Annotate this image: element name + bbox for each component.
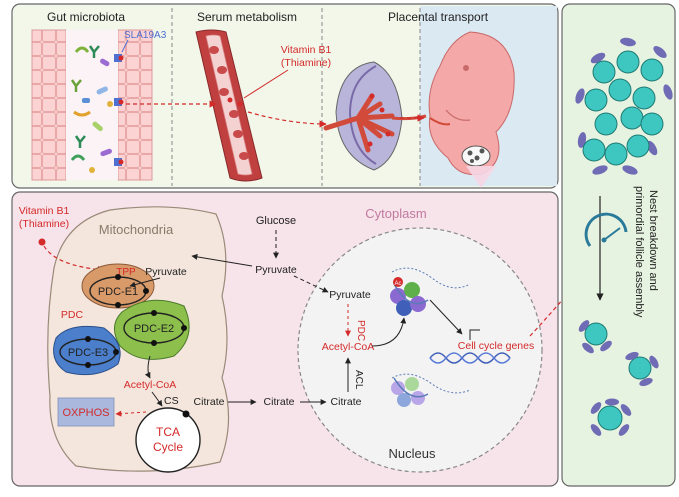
pyruvate-mito-label: Pyruvate [145, 266, 187, 278]
glucose-label: Glucose [256, 215, 296, 227]
thiamine-top-label: (Thiamine) [281, 57, 331, 69]
pyruvate-to-nucleus-arrow [293, 275, 329, 293]
acetyl-coa-mito-label: Acetyl-CoA [124, 379, 177, 391]
thiamine-cell-label: (Thiamine) [19, 218, 69, 230]
serum-to-placenta-arrow [247, 111, 327, 128]
vitamin-b1-cell-label: Vitamin B1 [19, 205, 70, 217]
pdc-e1-label: PDC-E1 [98, 286, 138, 298]
pdc-e3-label: PDC-E3 [68, 347, 108, 359]
microbiota-icons [70, 45, 113, 173]
dna-helix [429, 352, 511, 364]
side-panel: Nest breakdown and primordial follicle a… [561, 3, 676, 487]
pyruvate-nucleus-label: Pyruvate [329, 289, 371, 301]
citrate-cyto-label: Citrate [264, 396, 295, 408]
histone-unacetylated [391, 373, 471, 407]
pyruvate-cyto-label: Pyruvate [255, 264, 297, 276]
histone-to-gene-arrow [429, 299, 463, 335]
top-panel: Gut microbiota Serum metabolism Placenta… [11, 3, 559, 189]
cs-label: CS [164, 395, 179, 407]
vitamin-b1-top-label: Vitamin B1 [281, 44, 332, 56]
nucleus-shape [297, 227, 543, 473]
cell-panel: Mitochondria Cytoplasm Nucleus Vitamin B… [11, 191, 587, 487]
serum-metabolism-title: Serum metabolism [197, 10, 297, 24]
thiamine-molecule [38, 238, 46, 246]
primordial-follicles [578, 320, 659, 436]
gut-microbiota-title: Gut microbiota [47, 10, 125, 24]
nucleus-label: Nucleus [389, 446, 436, 461]
tca-to-oxphos-arrow [115, 410, 147, 417]
oxphos-box [57, 397, 115, 427]
intestine-illustration: SLA19A3 [31, 29, 167, 181]
cytoplasm-label: Cytoplasm [365, 206, 426, 221]
placental-transport-title: Placental transport [388, 10, 489, 24]
oxphos-label: OXPHOS [62, 407, 109, 419]
pyruvate-to-mito-arrow [191, 253, 253, 267]
oocyte-nest [575, 37, 673, 175]
cell-cycle-genes-label: Cell cycle genes [458, 340, 534, 352]
nest-breakdown-label-line1: Nest breakdown and [647, 190, 659, 291]
citrate-nucleus-label: Citrate [331, 396, 362, 408]
acetyl-to-tca-arrow [151, 391, 163, 407]
acl-label: ACL [353, 370, 364, 390]
pyruvate-to-pdc-arrow [129, 277, 161, 288]
tca-label-line1: TCA [156, 425, 180, 439]
tpp-label: TPP [116, 267, 136, 278]
nest-breakdown-label-line2: primordial follicle assembly [633, 186, 645, 318]
histone-acetylated: Ac [390, 267, 471, 316]
placenta-illustration [323, 61, 427, 171]
transporter-label: SLA19A3 [124, 30, 167, 41]
tca-cycle-circle [135, 407, 201, 473]
pdc-to-acetyl-arrow [144, 355, 151, 379]
blood-vessel-illustration [195, 29, 263, 182]
pdc-nucleus-label: PDC [355, 320, 366, 341]
citrate-mito-label: Citrate [194, 396, 225, 408]
genes-to-follicle-arrow [529, 271, 587, 337]
acetyl-to-histone-arrow [371, 317, 407, 347]
mitochondria-label: Mitochondria [99, 222, 174, 237]
timer-icon [584, 212, 628, 247]
fetus-illustration [428, 31, 515, 188]
ac-label: Ac [394, 281, 401, 287]
tca-label-line2: Cycle [153, 440, 183, 454]
acetyl-coa-nucleus-label: Acetyl-CoA [322, 341, 375, 353]
transporter-icons [114, 54, 124, 166]
pdc-e2-label: PDC-E2 [134, 323, 174, 335]
pdc-label: PDC [61, 309, 84, 321]
